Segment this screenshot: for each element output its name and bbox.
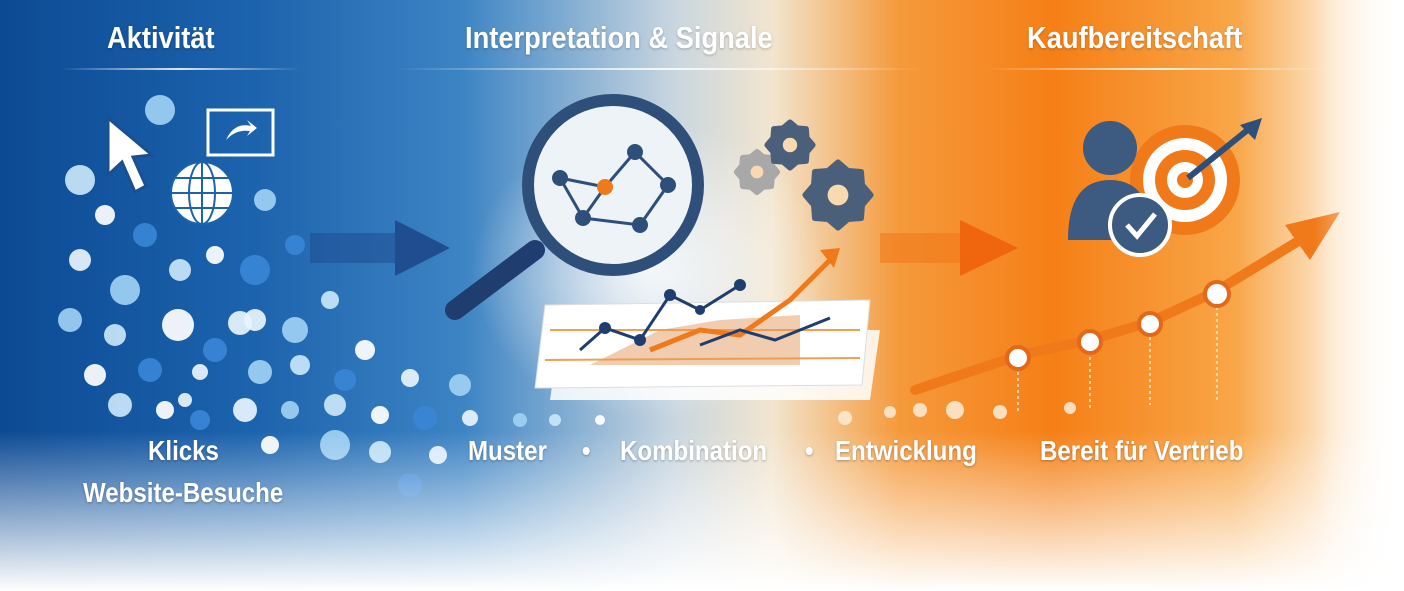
screen-icon [206,108,275,157]
activity-dot [281,401,299,419]
activity-dot [233,398,257,422]
activity-dot [203,338,227,362]
activity-dot [993,405,1007,419]
gears-icon [734,119,874,231]
activity-dot [1064,402,1076,414]
magnifier-network-icon [445,94,704,320]
activity-dot [190,410,210,430]
target-arrow-icon [1130,118,1262,235]
activity-dot [240,255,270,285]
activity-dot [595,415,605,425]
activity-dot [248,360,272,384]
activity-dot [282,317,308,343]
activity-dot [321,291,339,309]
activity-dot [108,393,132,417]
activity-dot [513,413,527,427]
activity-dot [290,355,310,375]
activity-dot [145,95,175,125]
divider [395,68,925,70]
separator-dot: • [582,435,591,466]
activity-dot [371,406,389,424]
activity-dot [228,311,252,335]
gear-hole [827,184,849,206]
section-title-interpretation: Interpretation & Signale [465,20,773,55]
activity-dot [324,394,346,416]
activity-dot [95,205,115,225]
person-check-icon [1068,121,1172,257]
activity-dot [401,369,419,387]
activity-dot [355,340,375,360]
chart-papers-icon [534,248,880,400]
label-ready-for-sales: Bereit für Vertrieb [1040,435,1244,466]
gear-hole [782,137,798,153]
activity-dot [254,189,276,211]
flow-arrow-1 [310,220,450,276]
activity-dot [449,374,471,396]
activity-dot [285,235,305,255]
flow-arrow-2 [880,220,1018,276]
activity-dot [838,411,852,425]
section-title-activity: Aktivität [107,20,215,55]
activity-dot [413,406,437,430]
activity-dot [104,324,126,346]
label-website-visits: Website-Besuche [83,477,284,508]
activity-dot [334,369,356,391]
activity-dot [58,308,82,332]
activity-dot [162,309,194,341]
divider [985,68,1330,70]
divider [60,68,300,70]
activity-dot [65,165,95,195]
activity-dot [69,249,91,271]
activity-dot [192,364,208,380]
activity-dot [206,246,224,264]
cursor-icon [106,114,156,195]
label-combination: Kombination [620,435,768,466]
separator-dot: • [805,435,814,466]
activity-dot [946,401,964,419]
activity-dot [138,358,162,382]
activity-dot [156,401,174,419]
activity-dot [462,410,478,426]
activity-dot [84,364,106,386]
activity-dot [169,259,191,281]
label-pattern: Muster [468,435,547,466]
globe-icon [170,161,234,225]
activity-dot [913,403,927,417]
activity-dot [178,393,192,407]
right-fade [1314,0,1404,591]
label-development: Entwicklung [835,435,977,466]
activity-dot [110,275,140,305]
section-title-readiness: Kaufbereitschaft [1027,20,1243,55]
gear-hole [750,165,764,179]
activity-dot [549,414,561,426]
activity-dot [133,223,157,247]
activity-dot [884,406,896,418]
bottom-fade [0,431,1404,591]
label-clicks: Klicks [148,435,219,466]
